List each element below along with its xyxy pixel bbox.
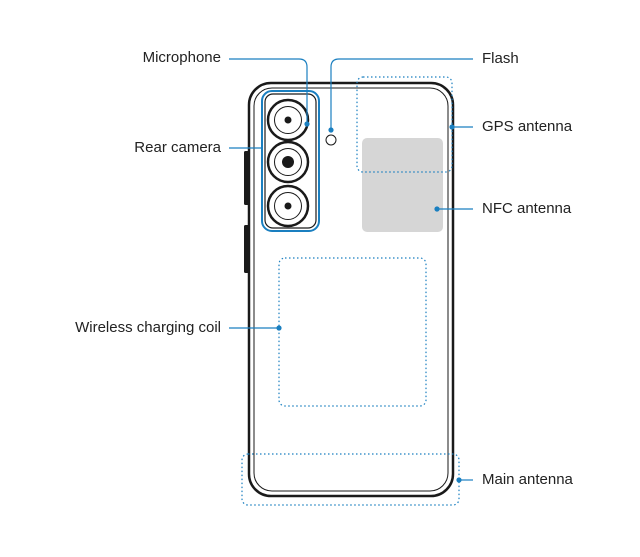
camera-module-outline — [261, 90, 320, 232]
nfc-antenna-dot — [434, 206, 440, 212]
microphone-label: Microphone — [142, 49, 221, 66]
flash-dot — [328, 127, 334, 133]
flash-leader-line — [330, 58, 473, 130]
rear-camera-label: Rear camera — [134, 139, 221, 156]
gps-antenna-label: GPS antenna — [482, 118, 573, 135]
microphone-dot — [304, 121, 310, 127]
flash-label: Flash — [482, 50, 519, 67]
nfc-antenna-area — [362, 138, 443, 232]
wireless-charging-coil-label: Wireless charging coil — [75, 319, 221, 336]
side-key — [244, 151, 249, 205]
camera-lens-middle — [266, 140, 310, 184]
main-antenna-label: Main antenna — [482, 471, 573, 488]
camera-lens-bottom — [266, 184, 310, 228]
gps-antenna-region — [356, 76, 453, 173]
main-antenna-dot — [456, 477, 462, 483]
camera-module — [264, 93, 317, 229]
gps-antenna-dot — [449, 124, 455, 130]
phone-outer-outline — [247, 81, 455, 498]
volume-key — [244, 225, 249, 273]
phone-inner-outline — [253, 87, 449, 492]
camera-lens-top — [266, 98, 310, 142]
flash-light — [325, 134, 337, 146]
main-antenna-region — [241, 453, 460, 506]
nfc-antenna-label: NFC antenna — [482, 200, 572, 217]
microphone-leader-line — [229, 58, 308, 122]
wireless-charging-region — [278, 257, 427, 407]
wireless-charging-dot — [276, 325, 282, 331]
